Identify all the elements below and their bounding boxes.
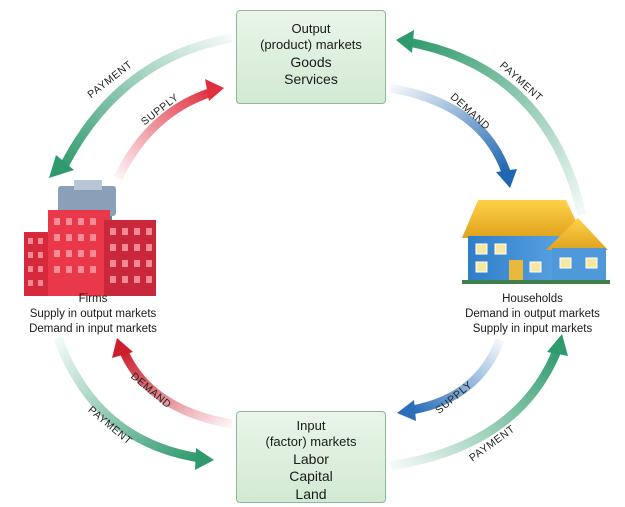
- output-market-box: Output (product) markets Goods Services: [236, 10, 386, 104]
- output-market-title-line1: Output: [291, 21, 331, 36]
- output-market-title-line2: (product) markets: [260, 37, 362, 53]
- input-market-item: Labor: [293, 450, 329, 467]
- households-house-icon: [462, 200, 610, 284]
- firms-line1: Supply in output markets: [29, 307, 157, 320]
- households-label: Households Demand in output markets Supp…: [440, 292, 625, 337]
- input-market-box: Input (factor) markets Labor Capital Lan…: [236, 411, 386, 503]
- demand-arrow-bottom-left: [112, 338, 233, 429]
- payment-arrow-bottom-left: [53, 336, 214, 470]
- payment-arrow-top-right: [396, 30, 587, 217]
- output-market-item: Goods: [290, 53, 332, 70]
- supply-arrow-top-left: [113, 79, 224, 180]
- input-market-item: Land: [295, 485, 327, 502]
- households-line2: Supply in input markets: [472, 322, 593, 335]
- firms-name: Firms: [78, 293, 108, 305]
- demand-arrow-top-right: [389, 83, 517, 188]
- input-market-title-line2: (factor) markets: [265, 434, 357, 450]
- payment-arrow-top-left: [49, 33, 233, 178]
- households-name: Households: [502, 293, 563, 305]
- label-demand-bottom-left: DEMAND: [128, 370, 173, 411]
- output-market-item: Services: [284, 71, 338, 87]
- supply-arrow-bottom-right: [397, 338, 505, 421]
- households-line1: Demand in output markets: [465, 307, 600, 320]
- input-market-title-line1: Input: [296, 418, 326, 433]
- input-market-item: Capital: [289, 468, 333, 484]
- firms-building-icon: [24, 180, 156, 296]
- firms-line2: Demand in input markets: [29, 322, 157, 335]
- firms-label: Firms Supply in output markets Demand in…: [0, 292, 186, 337]
- payment-arrow-bottom-right: [389, 334, 568, 471]
